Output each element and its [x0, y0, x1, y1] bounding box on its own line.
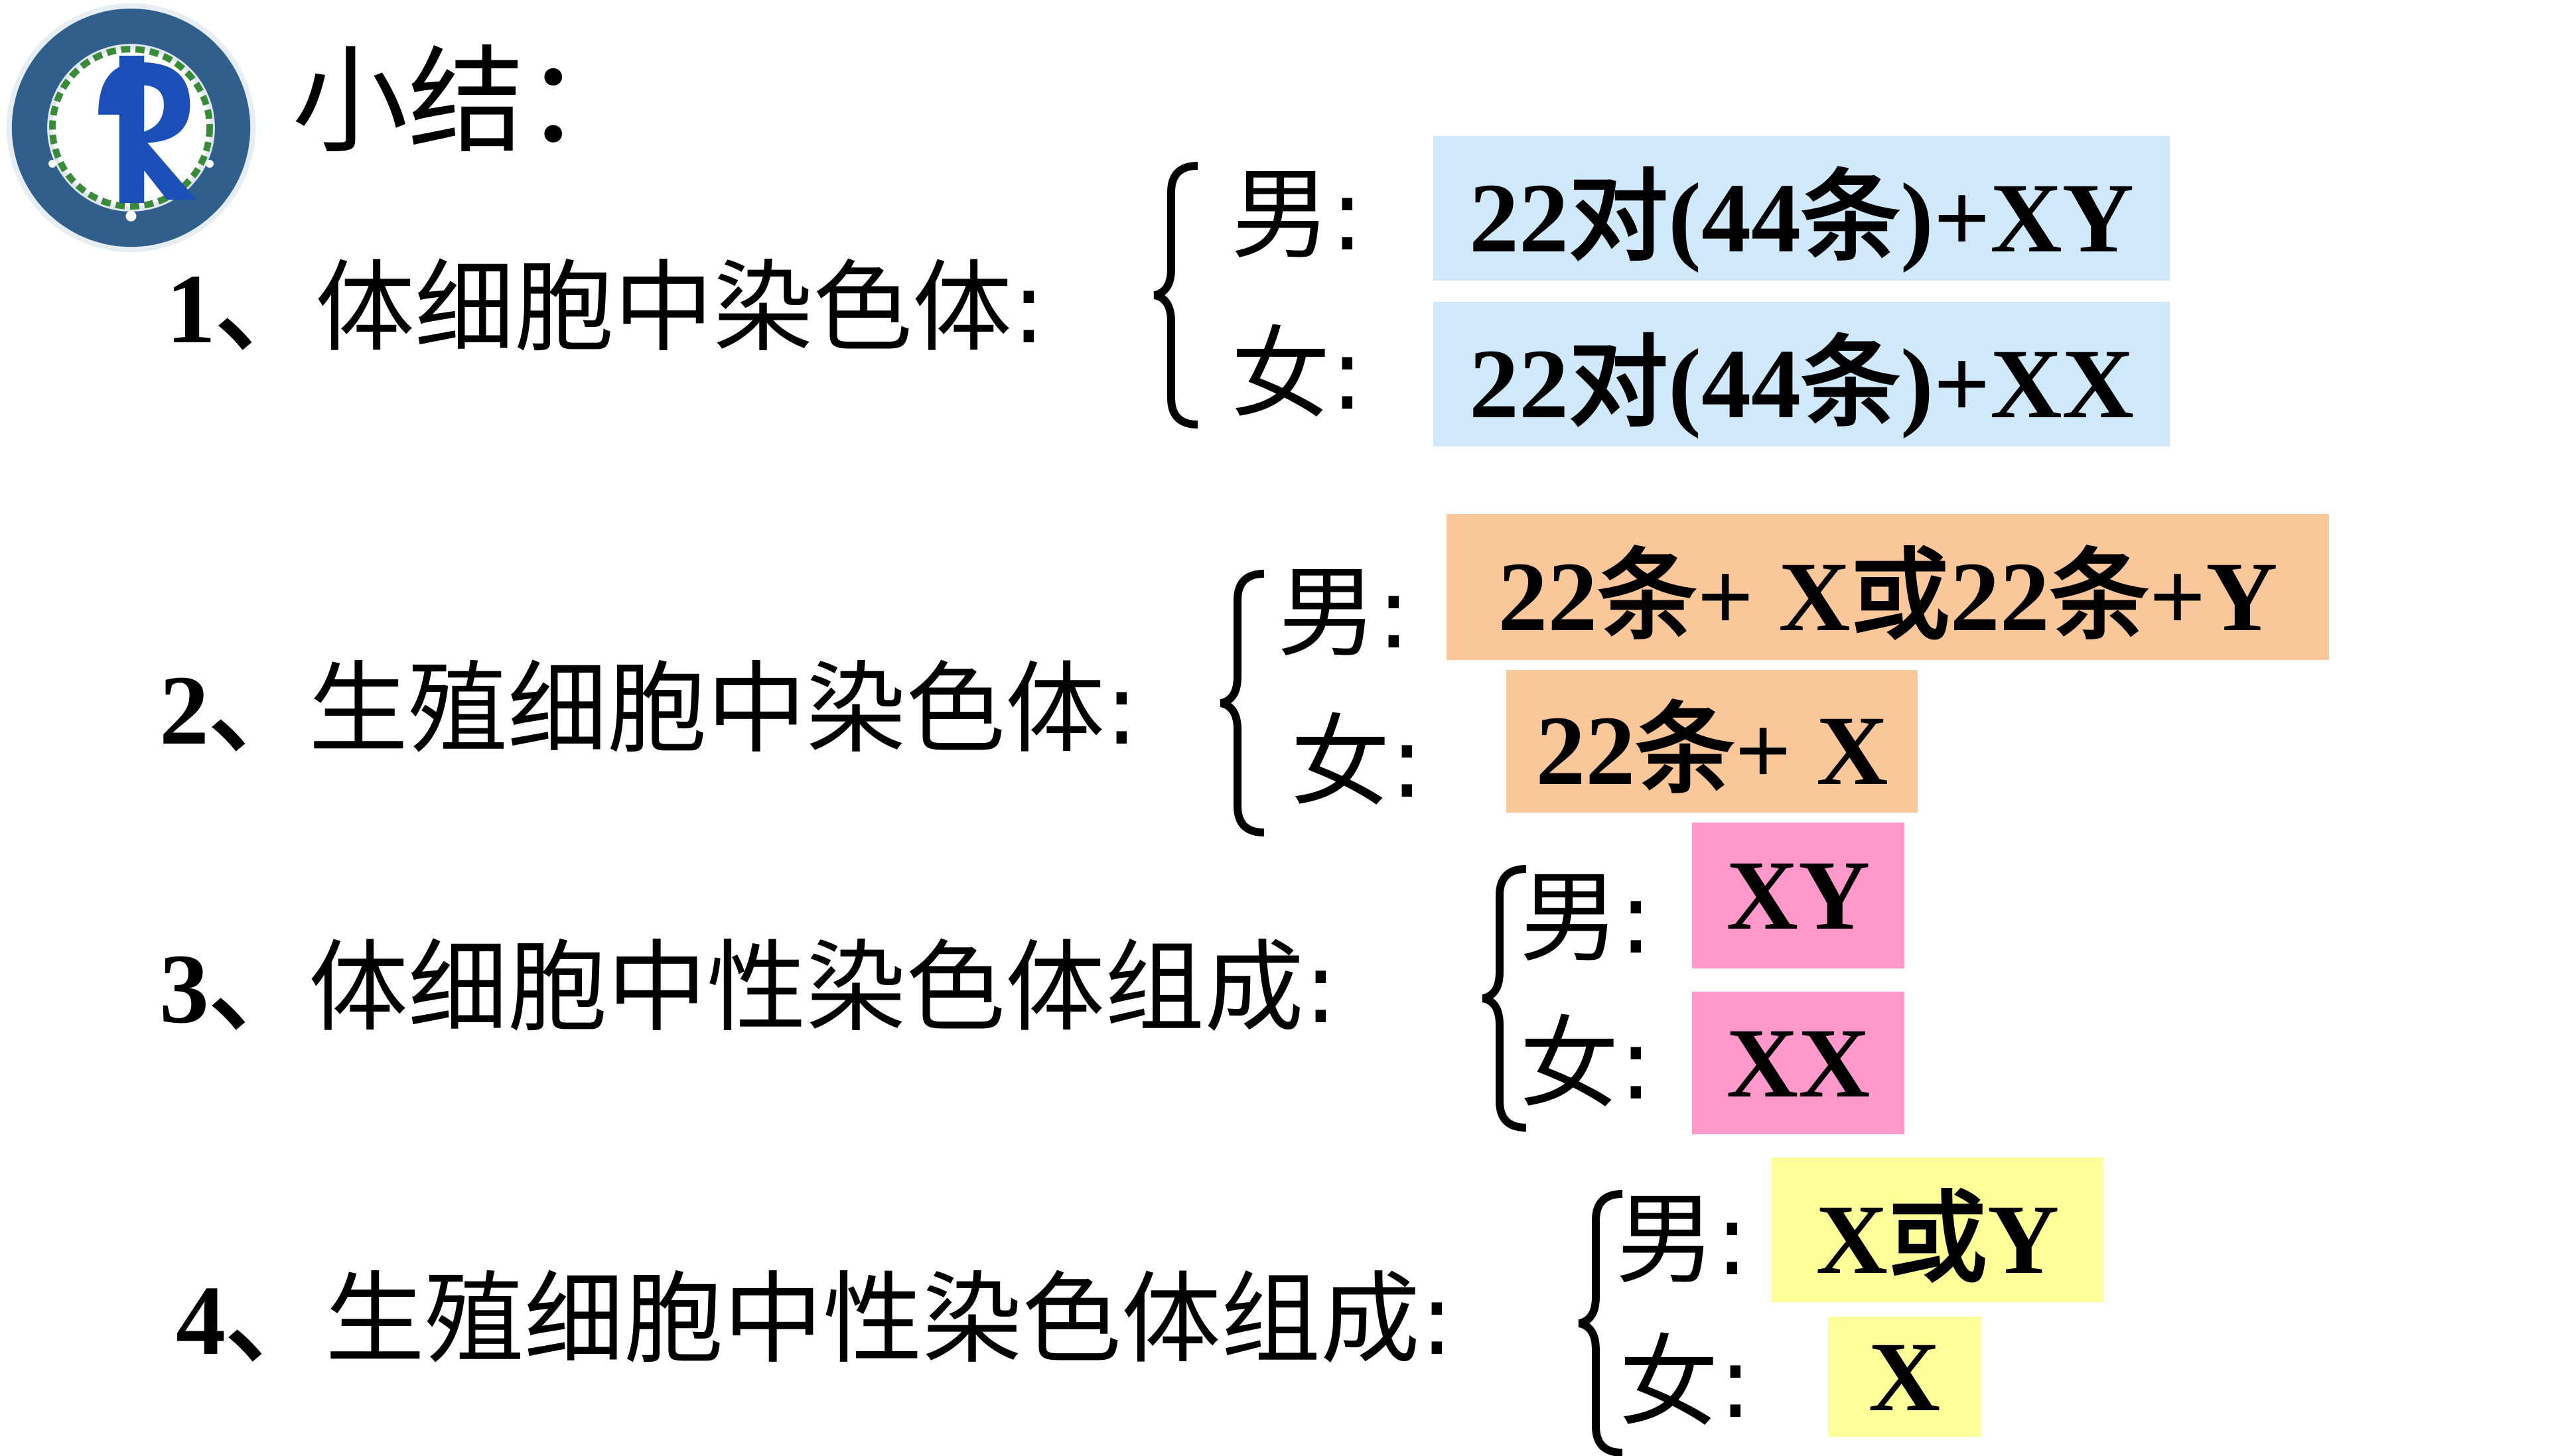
item-3-female-value: XX: [1692, 992, 1904, 1134]
item-2-male-value: 22条+ X或22条+Y: [1447, 514, 2329, 660]
item-2-brace: [1220, 570, 1265, 836]
item-2-male-label: 男:: [1277, 556, 1411, 671]
item-1-female-label: 女:: [1231, 317, 1364, 432]
item-1-female-value: 22对(44条)+XX: [1433, 302, 2170, 446]
item-3-male-label: 男:: [1520, 861, 1653, 976]
item-1-brace: [1153, 162, 1198, 429]
item-4-label: 4、生殖细胞中性染色体组成:: [176, 1264, 1454, 1377]
item-4-male-value: X或Y: [1772, 1158, 2103, 1302]
item-1-label: 1、体细胞中染色体:: [166, 252, 1046, 365]
item-2-number: 2、: [159, 655, 309, 765]
item-2-text: 生殖细胞中染色体:: [309, 652, 1139, 767]
item-4-female-value: X: [1828, 1317, 1981, 1437]
item-1-number: 1、: [166, 254, 316, 364]
item-2-label: 2、生殖细胞中染色体:: [159, 653, 1139, 767]
item-2-female-label: 女:: [1291, 705, 1424, 821]
item-2-female-value: 22条+ X: [1506, 670, 1918, 813]
item-4-female-label: 女:: [1619, 1325, 1752, 1441]
item-3-number: 3、: [159, 934, 309, 1044]
item-3-label: 3、体细胞中性染色体组成:: [159, 932, 1338, 1045]
school-emblem-icon: [6, 3, 256, 253]
item-4-number: 4、: [176, 1266, 326, 1376]
item-1-text: 体细胞中染色体:: [315, 251, 1046, 366]
item-4-text: 生殖细胞中性染色体组成:: [325, 1262, 1454, 1378]
item-4-male-label: 男:: [1616, 1183, 1749, 1298]
item-3-brace: [1482, 865, 1527, 1132]
item-1-male-value: 22对(44条)+XY: [1433, 136, 2170, 281]
item-3-male-value: XY: [1692, 823, 1904, 968]
item-3-text: 体细胞中性染色体组成:: [309, 931, 1338, 1046]
page-title: 小结：: [292, 35, 640, 170]
item-1-male-label: 男:: [1231, 158, 1364, 273]
item-3-female-label: 女:: [1520, 1007, 1653, 1122]
